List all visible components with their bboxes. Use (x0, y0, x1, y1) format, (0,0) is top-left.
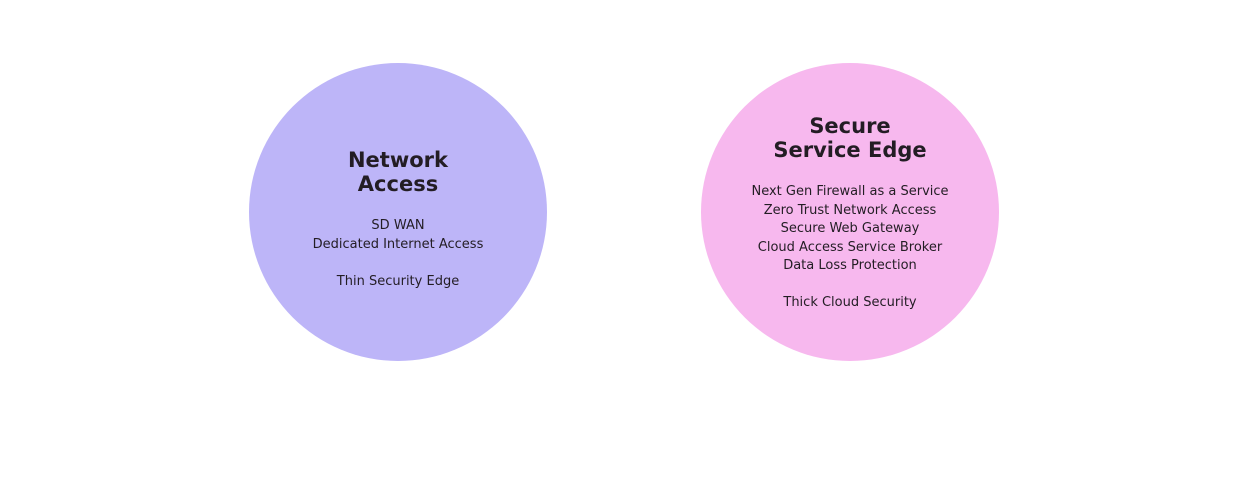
title-line: Service Edge (773, 138, 927, 162)
secure-service-edge-circle: Secure Service Edge Next Gen Firewall as… (701, 63, 999, 361)
title-line: Access (357, 172, 439, 196)
list-item: Next Gen Firewall as a Service (751, 184, 949, 199)
network-access-circle: Network Access SD WAN Dedicated Internet… (249, 63, 547, 361)
list-item: Secure Web Gateway (780, 221, 920, 236)
title-line: Network (347, 148, 448, 172)
network-access-title: Network Access (249, 148, 547, 196)
secure-service-edge-note: Thick Cloud Security (783, 295, 917, 310)
list-item: SD WAN (371, 218, 425, 233)
secure-service-edge-items: Next Gen Firewall as a Service Zero Trus… (701, 183, 999, 276)
list-item: Zero Trust Network Access (763, 202, 937, 218)
network-access-items: SD WAN Dedicated Internet Access (249, 217, 547, 254)
list-item: Data Loss Protection (783, 258, 917, 273)
list-item: Dedicated Internet Access (312, 236, 484, 252)
title-line: Secure (809, 114, 891, 138)
network-access-note: Thin Security Edge (336, 274, 460, 289)
secure-service-edge-title: Secure Service Edge (701, 114, 999, 162)
list-item: Cloud Access Service Broker (757, 239, 943, 255)
